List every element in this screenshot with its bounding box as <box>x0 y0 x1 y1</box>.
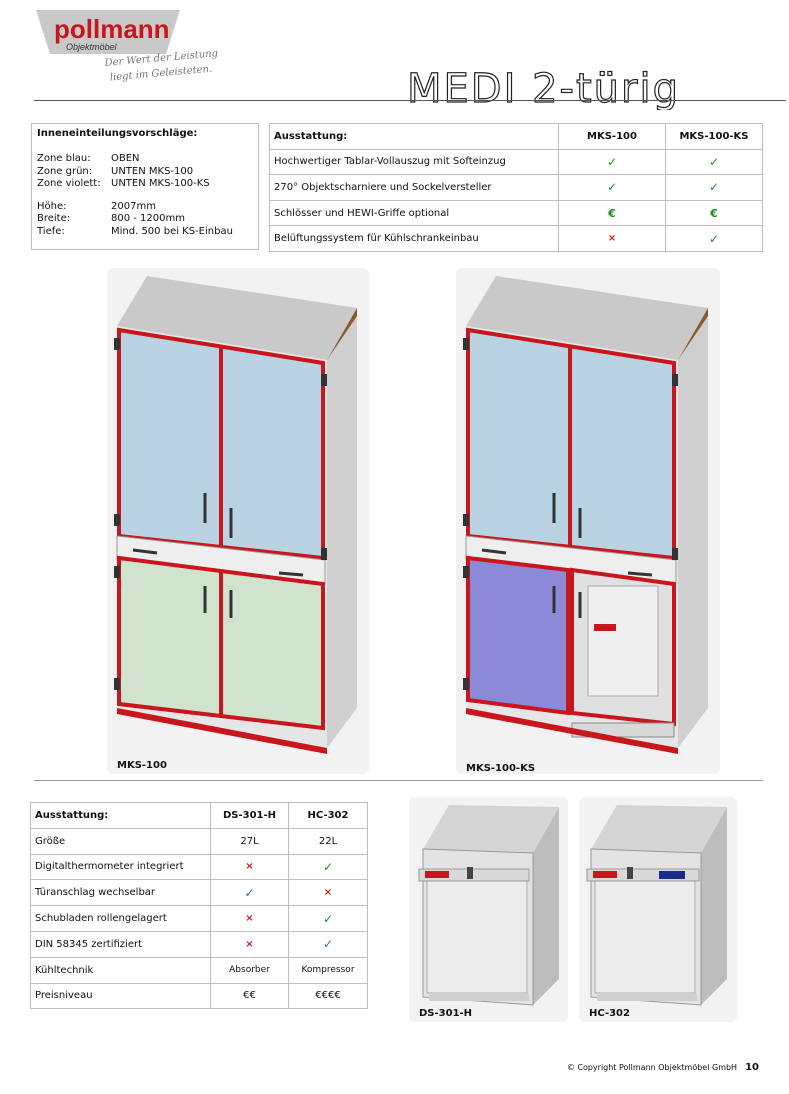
value-cell: €€€€ <box>288 982 368 1010</box>
value-cell: Kompressor <box>288 956 368 984</box>
header-feature: Ausstattung: <box>30 802 211 829</box>
page-footer: © Copyright Pollmann Objektmöbel GmbH 10 <box>567 1062 759 1073</box>
zone-label: Zone blau: <box>37 153 91 164</box>
dimension-label: Tiefe: <box>37 225 65 237</box>
value-cell: ✓ <box>288 930 368 958</box>
value-cell: × <box>288 879 368 907</box>
dimension-label: Breite: <box>37 213 71 224</box>
table-row: Digitalthermometer integriert×✓ <box>30 853 368 881</box>
caption-hc302: HC-302 <box>589 1008 630 1019</box>
cabinet-image-mks100ks <box>456 268 720 774</box>
value-cell: ✓ <box>210 879 289 907</box>
logo-wordmark: pollmann <box>54 14 170 44</box>
cabinet-image-mks100 <box>107 268 369 774</box>
caption-mks100ks: MKS-100-KS <box>466 763 536 774</box>
zone-value: OBEN <box>111 153 140 164</box>
table-row: 270° Objektscharniere und Sockelverstell… <box>269 174 763 201</box>
logo-subtitle: Objektmöbel <box>66 42 118 52</box>
feature-cell: Belüftungssystem für Kühlschrankeinbau <box>269 225 559 252</box>
value-cell: × <box>558 225 666 252</box>
table-row: DIN 58345 zertifiziert×✓ <box>30 930 368 958</box>
feature-cell: Hochwertiger Tablar-Vollauszug mit Softe… <box>269 148 559 176</box>
zone-value: UNTEN MKS-100-KS <box>111 178 210 189</box>
dimension-row: Breite: 800 - 1200mm <box>37 213 253 226</box>
value-cell: 27L <box>210 827 289 855</box>
value-cell: € <box>665 199 763 227</box>
page-title: MEDI 2-türig <box>405 65 765 114</box>
value-cell: 22L <box>288 827 368 855</box>
feature-cell: Kühltechnik <box>30 956 211 984</box>
header-mks100: MKS-100 <box>558 123 666 150</box>
fridge-image-ds301h <box>409 797 568 1022</box>
value-cell: €€ <box>210 982 289 1010</box>
header-feature: Ausstattung: <box>269 123 559 150</box>
table-row: Preisniveau€€€€€€ <box>30 982 368 1010</box>
zone-row: Zone grün: UNTEN MKS-100 <box>37 166 253 179</box>
caption-ds301h: DS-301-H <box>419 1008 473 1019</box>
table-row: Schlösser und HEWI-Griffe optional € € <box>269 199 763 227</box>
dimension-label: Höhe: <box>37 200 67 212</box>
feature-cell: Schubladen rollengelagert <box>30 905 211 932</box>
header-rule <box>34 100 786 101</box>
value-cell: ✓ <box>665 174 763 201</box>
zone-value: UNTEN MKS-100 <box>111 165 194 177</box>
table-row: Türanschlag wechselbar✓× <box>30 879 368 907</box>
zone-label: Zone violett: <box>37 178 101 189</box>
zone-row: Zone violett: UNTEN MKS-100-KS <box>37 178 253 191</box>
value-cell: ✓ <box>558 148 666 176</box>
dimension-row: Höhe: 2007mm <box>37 201 253 214</box>
feature-cell: 270° Objektscharniere und Sockelverstell… <box>269 174 559 201</box>
value-cell: ✓ <box>665 225 763 252</box>
feature-cell: Schlösser und HEWI-Griffe optional <box>269 199 559 227</box>
zone-row: Zone blau: OBEN <box>37 153 253 166</box>
dimension-value: 800 - 1200mm <box>111 213 185 224</box>
page-title-text: MEDI 2-türig <box>407 66 680 110</box>
header-ds301h: DS-301-H <box>210 802 289 829</box>
header-hc302: HC-302 <box>288 802 368 829</box>
dimension-value: Mind. 500 bei KS-Einbau <box>111 225 233 237</box>
feature-cell: Preisniveau <box>30 982 211 1010</box>
feature-cell: Digitalthermometer integriert <box>30 853 211 881</box>
feature-cell: Größe <box>30 827 211 855</box>
table-header-row: Ausstattung: DS-301-H HC-302 <box>30 802 368 829</box>
dimension-value: 2007mm <box>111 200 156 212</box>
value-cell: × <box>210 905 289 932</box>
table-header-row: Ausstattung: MKS-100 MKS-100-KS <box>269 123 763 150</box>
page-number: 10 <box>745 1062 759 1073</box>
feature-cell: DIN 58345 zertifiziert <box>30 930 211 958</box>
caption-mks100: MKS-100 <box>117 760 167 771</box>
value-cell: × <box>210 853 289 881</box>
section-divider <box>34 780 763 781</box>
value-cell: Absorber <box>210 956 289 984</box>
layout-suggestions-heading: Inneneinteilungsvorschläge: <box>37 128 198 139</box>
zone-label: Zone grün: <box>37 165 93 177</box>
value-cell: × <box>210 930 289 958</box>
company-logo: pollmann Objektmöbel <box>34 8 184 56</box>
dimension-row: Tiefe: Mind. 500 bei KS-Einbau <box>37 226 253 239</box>
value-cell: ✓ <box>558 174 666 201</box>
copyright-text: © Copyright Pollmann Objektmöbel GmbH <box>566 1063 738 1072</box>
table-row: Hochwertiger Tablar-Vollauszug mit Softe… <box>269 148 763 176</box>
value-cell: € <box>558 199 666 227</box>
feature-cell: Türanschlag wechselbar <box>30 879 211 907</box>
cabinet-features-table: Ausstattung: MKS-100 MKS-100-KS Hochwert… <box>269 123 763 252</box>
value-cell: ✓ <box>288 905 368 932</box>
layout-suggestions-box: Inneneinteilungsvorschläge: Zone blau: OB… <box>31 123 259 250</box>
value-cell: ✓ <box>665 148 763 176</box>
table-row: Schubladen rollengelagert×✓ <box>30 905 368 932</box>
value-cell: ✓ <box>288 853 368 881</box>
table-row: Belüftungssystem für Kühlschrankeinbau ×… <box>269 225 763 252</box>
header-mks100ks: MKS-100-KS <box>665 123 763 150</box>
fridge-image-hc302 <box>579 797 737 1022</box>
